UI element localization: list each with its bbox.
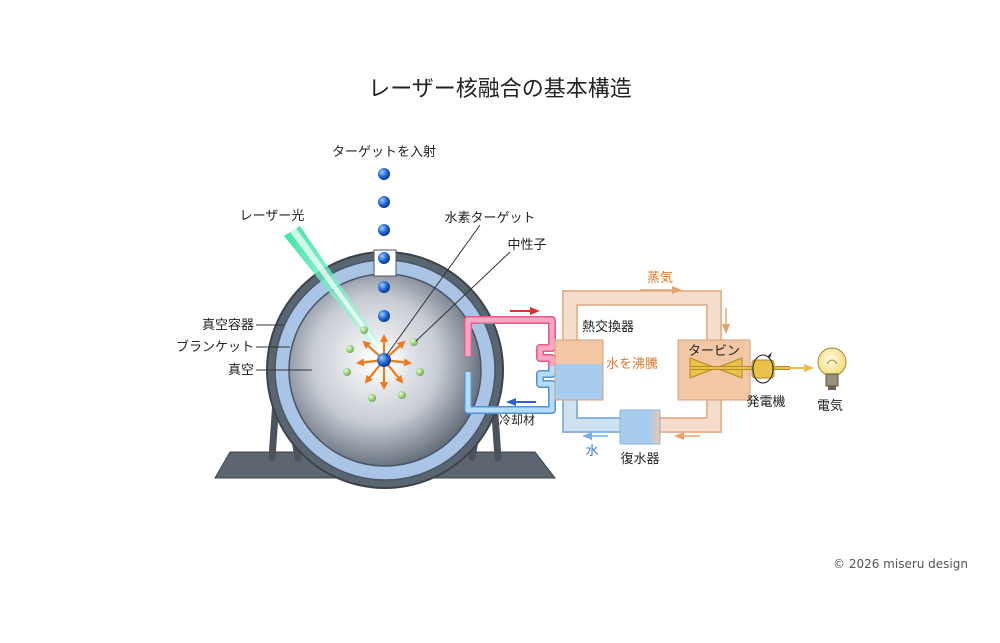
label-boiling-water: 水を沸騰 <box>606 356 658 372</box>
label-electricity: 電気 <box>817 398 843 414</box>
target-ball <box>378 168 390 180</box>
target-ball <box>378 281 390 293</box>
leader-lines <box>256 224 511 371</box>
neutron-dot <box>410 338 418 346</box>
label-vacuum: 真空 <box>228 363 254 378</box>
label-water: 水 <box>585 444 598 459</box>
neutron-dot <box>416 368 424 376</box>
label-neutron: 中性子 <box>507 238 546 253</box>
label-blanket: ブランケット <box>176 339 254 355</box>
heat-exchanger-tank <box>554 339 604 401</box>
target-ball <box>378 196 390 208</box>
neutron-dot <box>360 326 368 334</box>
label-hydrogen-target: 水素ターゲット <box>444 211 535 226</box>
label-condenser: 復水器 <box>620 451 659 467</box>
target-ball <box>378 224 390 236</box>
coolant-loop <box>464 316 556 414</box>
neutron-dot <box>343 368 351 376</box>
label-generator: 発電機 <box>746 395 785 410</box>
condenser-tank <box>619 409 661 445</box>
laser-beam <box>284 226 388 358</box>
credit-text: © 2026 miseru design <box>833 557 968 571</box>
neutrons <box>343 326 424 402</box>
neutron-dot <box>346 345 354 353</box>
target-ball <box>378 252 390 264</box>
steam-loop <box>562 290 722 433</box>
label-laser-light: レーザー光 <box>240 209 305 224</box>
generator <box>751 352 775 384</box>
fusion-center <box>356 334 412 390</box>
label-heat-exchanger: 熱交換器 <box>582 319 634 335</box>
label-vacuum-vessel: 真空容器 <box>202 317 254 333</box>
diagram-title: レーザー核融合の基本構造 <box>368 77 632 102</box>
neutron-dot <box>368 394 376 402</box>
target-ball <box>378 310 390 322</box>
label-inject-target: ターゲットを入射 <box>332 144 436 160</box>
label-turbine: タービン <box>688 344 740 359</box>
label-steam: 蒸気 <box>647 270 673 286</box>
hydrogen-target-ball <box>377 353 391 367</box>
target-stream <box>378 168 390 322</box>
light-bulb-icon <box>817 347 847 390</box>
neutron-dot <box>398 391 406 399</box>
label-coolant: 冷却材 <box>499 413 535 427</box>
